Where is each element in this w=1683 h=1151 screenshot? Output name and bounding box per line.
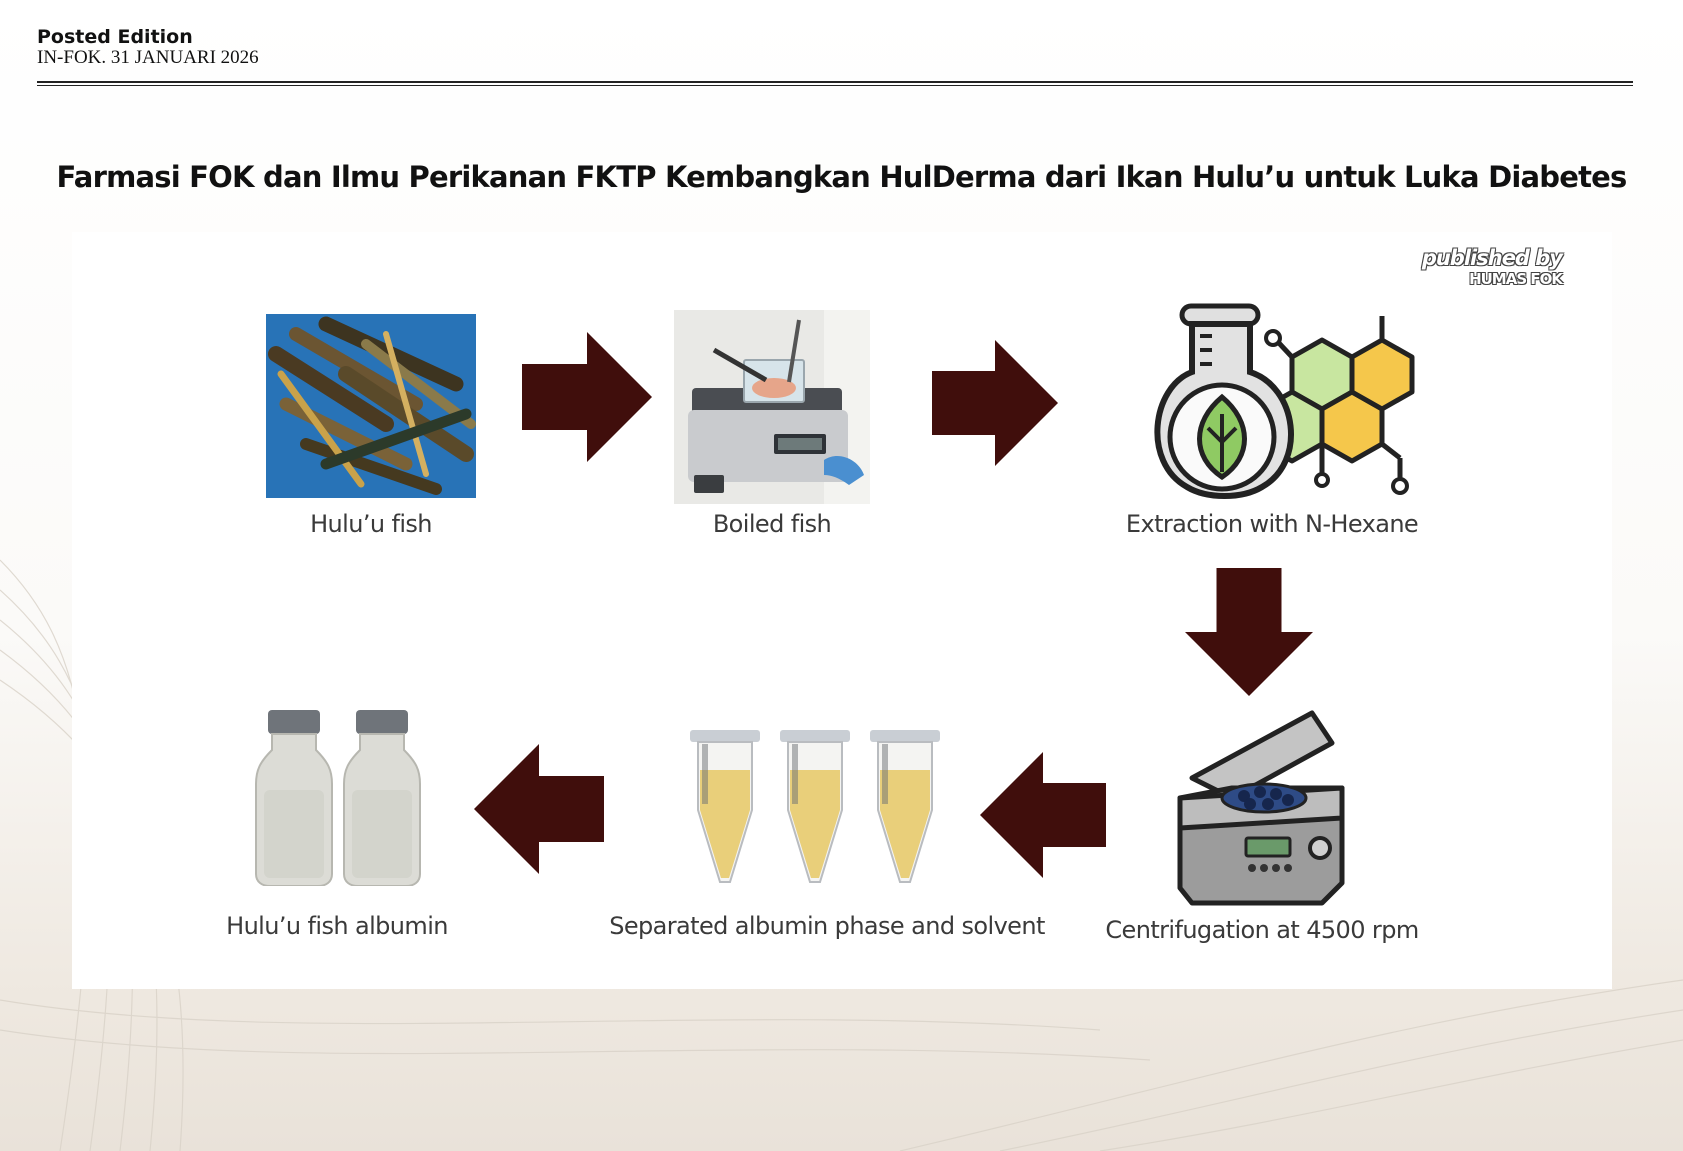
article-headline: Farmasi FOK dan Ilmu Perikanan FKTP Kemb… [56,160,1628,194]
step-caption-separated-phase: Separated albumin phase and solvent [609,912,1045,940]
process-diagram: published by HUMAS FOK Hulu’u fish [72,232,1612,989]
fish-photo [266,314,476,498]
arrow-left-icon [474,744,604,874]
water-bath-photo [674,310,870,504]
arrow-left-icon [980,752,1106,878]
arrow-right-icon [932,340,1058,466]
tubes-icon [690,730,940,883]
step-caption-boiled-fish: Boiled fish [712,510,832,538]
centrifuge-icon [1177,710,1345,906]
posted-edition-label: Posted Edition [37,26,193,48]
header-rule-top [37,81,1633,83]
step-caption-hulu-fish: Hulu’u fish [310,510,432,538]
bottles-photo [248,710,428,886]
flask-molecule-icon [1154,303,1415,499]
published-by-watermark: published by HUMAS FOK [1421,246,1563,288]
step-caption-extraction: Extraction with N-Hexane [1125,510,1419,538]
arrow-down-icon [1185,568,1313,696]
step-caption-centrifugation: Centrifugation at 4500 rpm [1105,916,1419,944]
step-caption-fish-albumin: Hulu’u fish albumin [226,912,448,940]
arrow-right-icon [522,332,652,462]
header-rule-bottom [37,85,1633,86]
edition-date: IN-FOK. 31 JANUARI 2026 [37,47,259,68]
edition-header: Posted Edition IN-FOK. 31 JANUARI 2026 [37,26,259,68]
